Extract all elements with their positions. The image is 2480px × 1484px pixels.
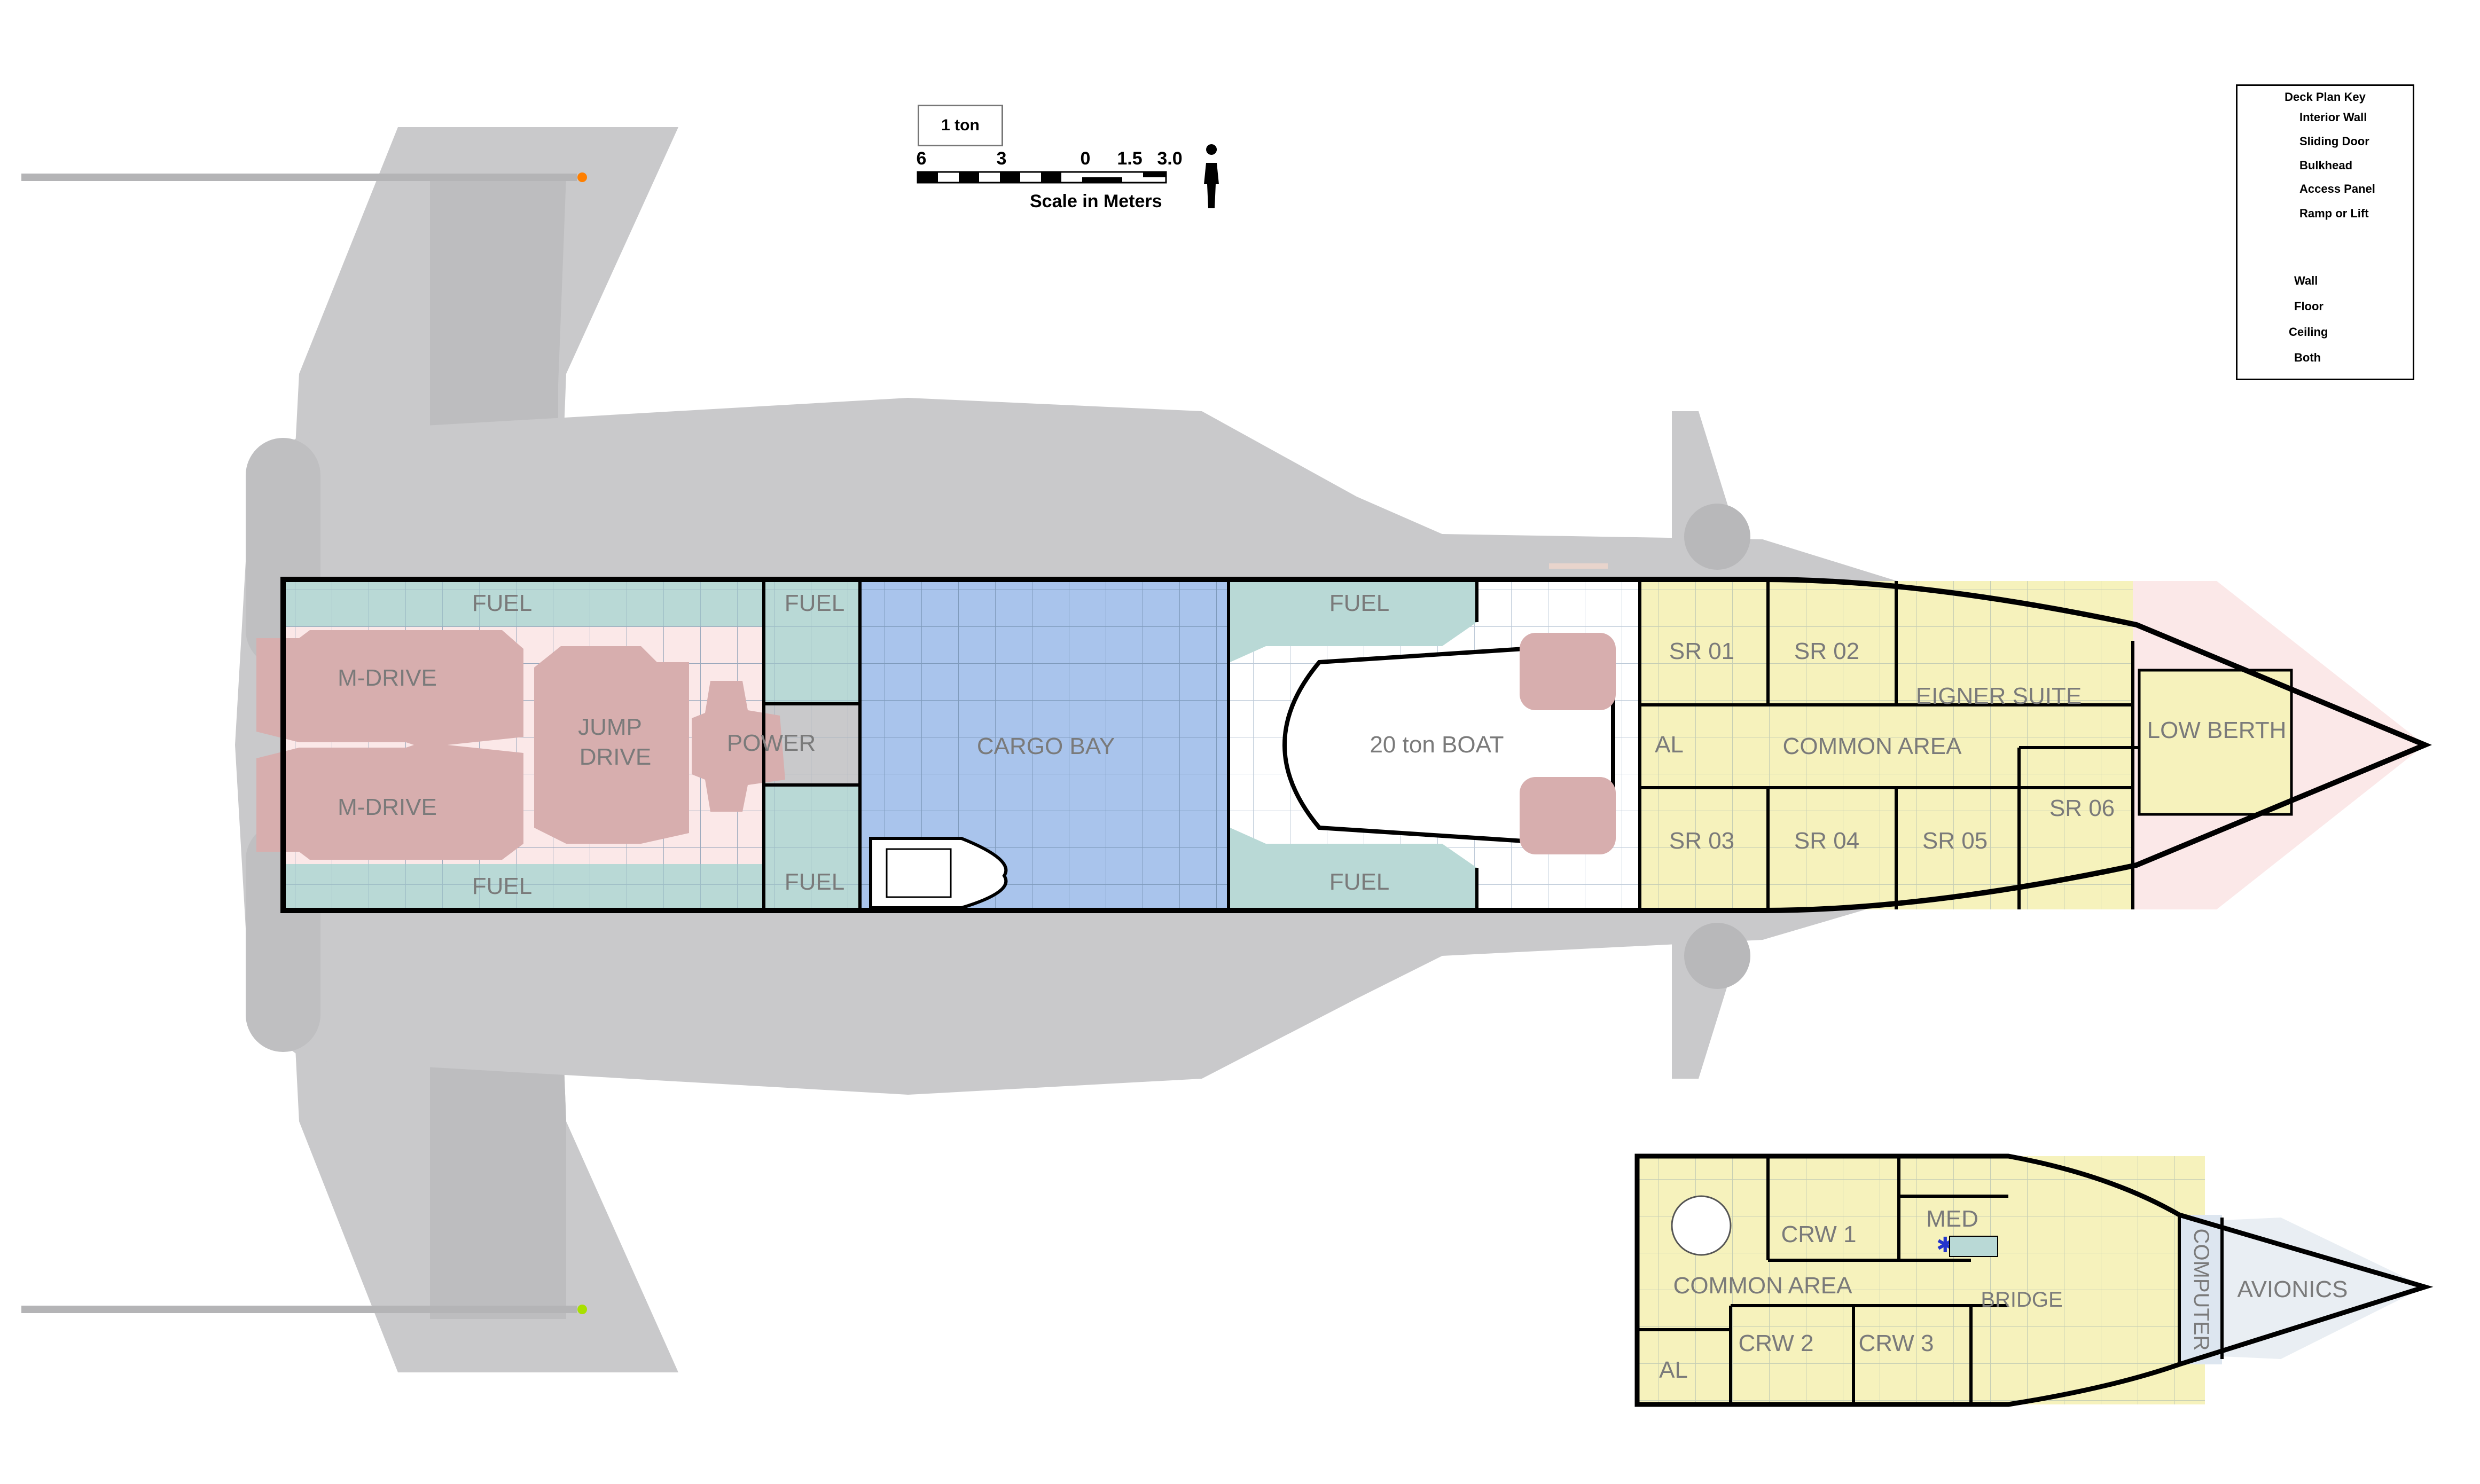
tonnage-box: 1 ton [918,105,1003,146]
nav-light-red [577,172,587,182]
label-fuel-aft-top: FUEL [472,590,533,616]
key-iris-floor: Floor [2294,300,2323,313]
label-fuel-aft-bottom: FUEL [472,873,533,899]
boat-engine-top [1520,633,1616,710]
fuel-tank-fwd-top [1230,581,1477,662]
person-silhouette-icon [1204,144,1219,208]
dining-table [1671,1195,1732,1256]
nav-light-green [577,1305,587,1314]
antenna-bottom [21,1306,577,1313]
tonnage-label: 1 ton [941,116,980,134]
label-bridge: BRIDGE [1981,1288,2063,1312]
label-fuel-mid-bottom: FUEL [784,869,845,895]
computer-floor [2179,1215,2222,1364]
label-sr04: SR 04 [1794,828,1860,854]
scale-tick-0: 0 [1080,148,1091,169]
label-20-ton-boat: 20 ton BOAT [1370,732,1504,758]
label-cargo-bay: CARGO BAY [976,733,1115,759]
power-plant-shape [692,681,785,812]
label-computer: COMPUTER [2189,1228,2213,1351]
label-common-area: COMMON AREA [1782,733,1962,759]
key-iris-wall: Wall [2294,274,2318,287]
label-upper-airlock: AL [1659,1357,1688,1383]
upper-deck-bulkhead [1634,1153,2434,1407]
med-bed [1949,1236,1998,1257]
main-deck-bulkhead [280,577,2432,913]
key-interior-wall: Interior Wall [2299,111,2367,124]
label-crw3: CRW 3 [1858,1330,1934,1356]
key-sliding-door: Sliding Door [2299,135,2369,148]
label-avionics: AVIONICS [2237,1276,2348,1302]
key-iris-both: Both [2294,351,2321,364]
label-owner-suite: EIGNER SUITE [1915,683,2082,709]
key-title: Deck Plan Key [2285,90,2366,104]
label-jump-drive-line2: DRIVE [579,744,652,770]
label-med: MED [1926,1206,1978,1232]
hull-marker [1549,563,1608,569]
label-sr06: SR 06 [2049,795,2115,821]
scale-tick-1-5: 1.5 [1117,148,1143,169]
low-berth-floor [2138,669,2293,816]
deck-plan-key: Deck Plan Key Interior Wall Sliding Door… [2236,84,2414,380]
m-drive-bottom-shape [256,742,523,860]
label-m-drive-top: M-DRIVE [338,665,437,691]
jump-drive-shape [534,646,689,844]
scale-tick-6: 6 [916,148,927,169]
upper-deck: ✱ [1634,1153,2434,1407]
avionics-floor [2222,1218,2425,1359]
scale-tick-3: 3 [996,148,1007,169]
label-fuel-mid-top: FUEL [784,590,845,616]
fuel-tank-fwd-bottom [1230,828,1477,909]
label-fuel-fwd-bottom: FUEL [1329,869,1390,895]
label-low-berth: LOW BERTH [2147,717,2287,743]
label-upper-common-area: COMMON AREA [1673,1273,1852,1299]
scale-tick-3-0: 3.0 [1157,148,1183,169]
label-sr01: SR 01 [1669,638,1735,664]
label-crw1: CRW 1 [1781,1221,1857,1247]
antenna-top [21,174,577,181]
label-sr02: SR 02 [1794,638,1860,664]
key-access-panel: Access Panel [2299,182,2375,195]
label-crw2: CRW 2 [1738,1330,1814,1356]
label-jump-drive-line1: JUMP [578,714,642,740]
dome-top [1684,504,1750,570]
label-m-drive-bottom: M-DRIVE [338,794,437,820]
main-deck [256,577,2432,913]
label-power: POWER [726,730,816,756]
label-airlock: AL [1655,732,1684,758]
scale-caption: Scale in Meters [1030,191,1162,211]
label-sr05: SR 05 [1922,828,1988,854]
m-drive-top-shape [256,630,523,748]
key-iris-ceiling: Ceiling [2289,325,2328,339]
key-bulkhead: Bulkhead [2299,159,2353,172]
boat-engine-bottom [1520,777,1616,854]
label-fuel-fwd-top: FUEL [1329,590,1390,616]
key-ramp-lift: Ramp or Lift [2299,207,2369,220]
scale-bar [917,144,1219,208]
label-sr03: SR 03 [1669,828,1735,854]
dome-bottom [1684,923,1750,989]
